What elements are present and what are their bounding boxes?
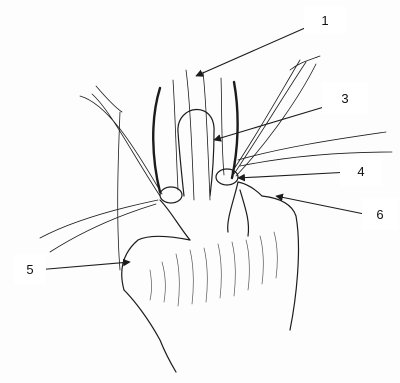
callout-label-5-text: 5 bbox=[26, 262, 33, 277]
callout-label-3-text: 3 bbox=[341, 91, 348, 106]
pointer-arrows bbox=[36, 24, 374, 270]
callout-label-6: 6 bbox=[362, 198, 398, 230]
lower-pouch bbox=[122, 182, 299, 372]
suture-rings bbox=[160, 169, 238, 203]
callout-label-5: 5 bbox=[14, 254, 46, 284]
inner-flap bbox=[178, 109, 214, 196]
callout-label-4: 4 bbox=[340, 156, 382, 186]
callout-label-6-text: 6 bbox=[376, 207, 383, 222]
callout-label-1: 1 bbox=[304, 6, 346, 34]
callout-label-1-text: 1 bbox=[321, 13, 328, 28]
callout-label-4-text: 4 bbox=[357, 164, 364, 179]
upper-segment bbox=[153, 70, 237, 200]
callout-label-3: 3 bbox=[322, 82, 368, 114]
